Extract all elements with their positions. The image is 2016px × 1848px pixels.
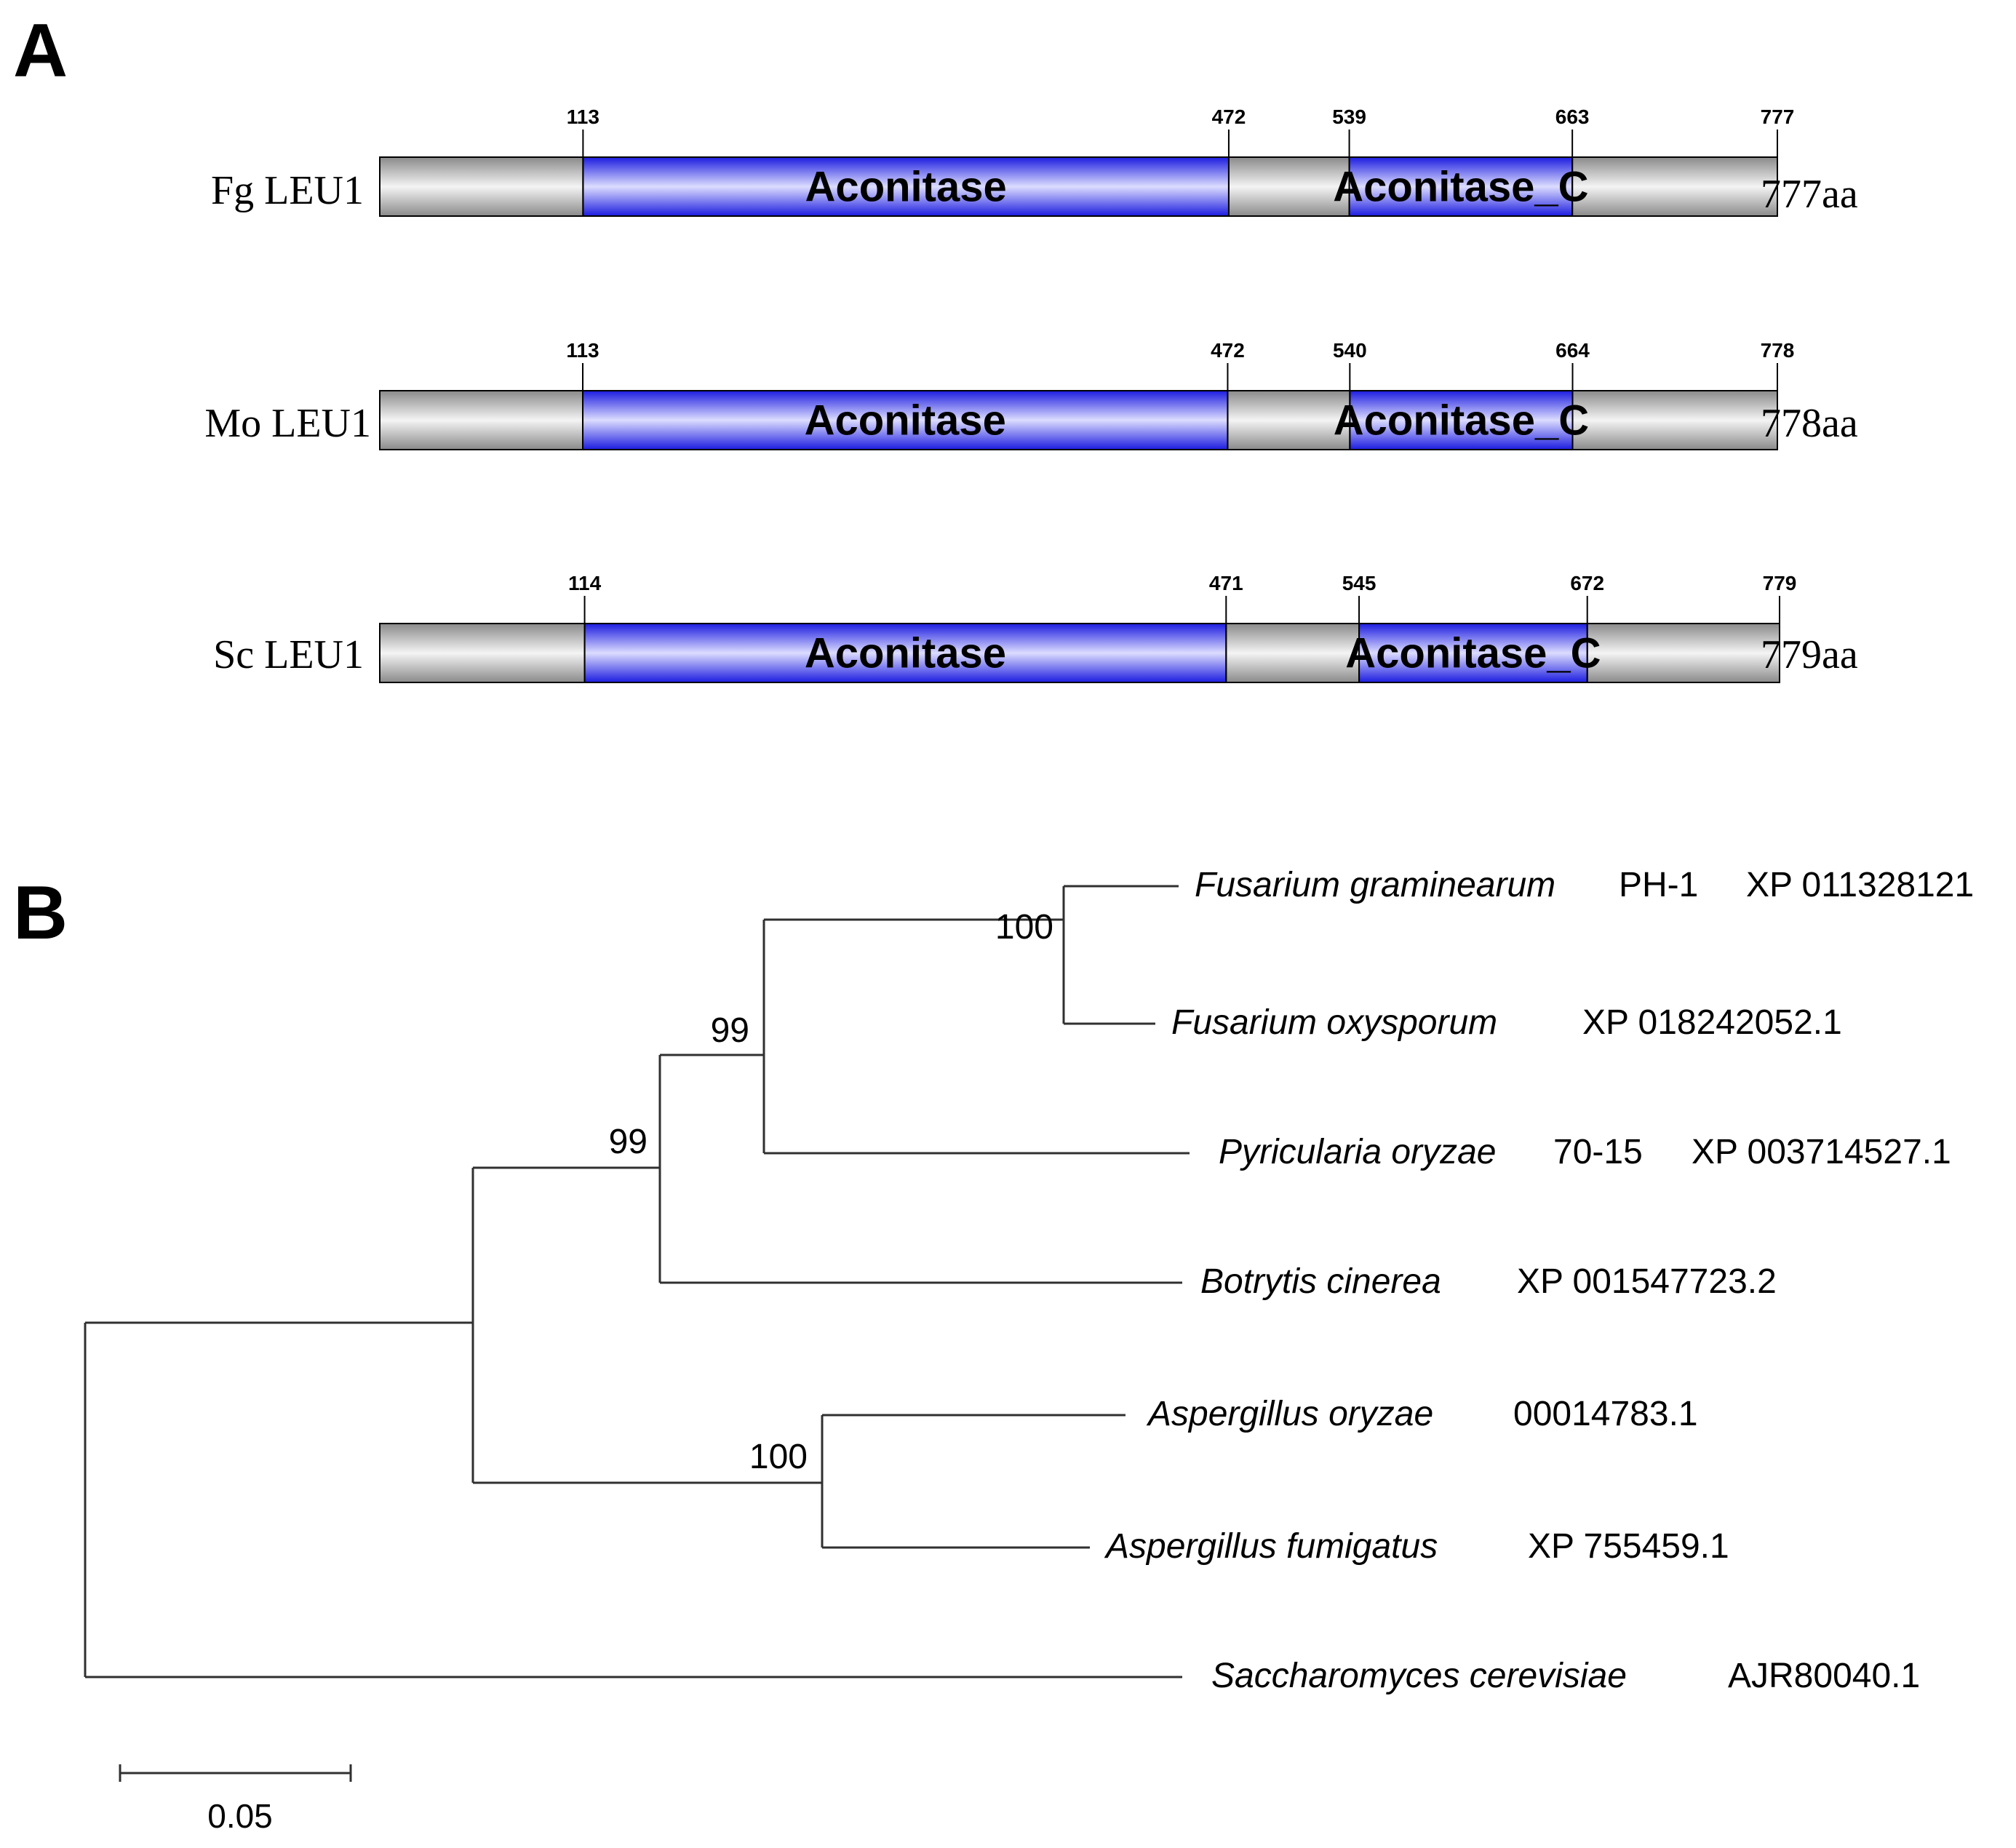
aconitase-domain (582, 390, 1229, 450)
domain-label-aconitase: Aconitase (805, 164, 1007, 211)
taxon-labels: Fusarium graminearum PH-1 XP 011328121 F… (1104, 866, 1974, 1695)
taxon-accession: XP 001547723.2 (1517, 1262, 1777, 1301)
taxon-label: Aspergillus oryzae 00014783.1 (1146, 1395, 1698, 1433)
taxon-accession: XP 755459.1 (1528, 1527, 1729, 1566)
branch-aspergillus-clade (821, 1414, 1125, 1549)
domain-label-aconitase-c: Aconitase_C (1334, 397, 1589, 445)
position-label: 663 (1555, 105, 1590, 128)
position-label: 472 (1211, 339, 1245, 362)
panel-a-label: A (13, 9, 68, 93)
aconitase-c-domain (1358, 623, 1588, 683)
aconitase-domain (582, 156, 1230, 217)
bootstrap-fusarium-pyricularia: 99 (711, 1011, 749, 1050)
scale-bar: 0.05 (119, 1764, 352, 1835)
tree-branches (84, 885, 1190, 1678)
taxon-accession: XP 011328121 (1746, 866, 1974, 904)
branch-fusarium-clade (1062, 885, 1179, 1025)
taxon-label: Fusarium graminearum PH-1 XP 011328121 (1195, 866, 1974, 904)
domain-label-aconitase: Aconitase (805, 397, 1006, 445)
aconitase-c-domain (1348, 156, 1574, 217)
protein-length-label: 778aa (1761, 401, 1858, 446)
taxon-label: Fusarium oxysporum XP 018242052.1 (1171, 1003, 1842, 1042)
taxon-species: Aspergillus fumigatus (1104, 1527, 1438, 1566)
domain-label-aconitase-c: Aconitase_C (1333, 164, 1588, 211)
protein-row-fg: Aconitase Aconitase_C 113 472 539 663 777 Fg L… (211, 105, 1858, 217)
taxon-species: Aspergillus oryzae (1146, 1395, 1433, 1433)
position-label: 114 (568, 572, 602, 594)
taxon-accession: XP 003714527.1 (1692, 1133, 1951, 1171)
bootstrap-sordariomycetes-botrytis: 99 (609, 1123, 648, 1161)
position-label: 779 (1763, 572, 1797, 594)
position-label: 472 (1212, 105, 1246, 128)
position-label: 664 (1555, 339, 1590, 362)
protein-row-sc: Aconitase Aconitase_C 114 471 545 672 779 Sc L… (213, 572, 1858, 683)
branch-fusarium-pyricularia (762, 918, 1190, 1155)
scale-bar-line (119, 1764, 352, 1782)
taxon-species: Botrytis cinerea (1200, 1262, 1441, 1301)
bootstrap-values: 100 99 99 100 (609, 908, 1053, 1476)
bootstrap-aspergillus-clade: 100 (749, 1438, 808, 1476)
scale-bar-label: 0.05 (207, 1797, 273, 1835)
position-label: 545 (1342, 572, 1376, 594)
protein-length-label: 777aa (1761, 172, 1858, 217)
bootstrap-fusarium-clade: 100 (995, 908, 1053, 947)
protein-row-mo: Aconitase Aconitase_C 113 472 540 664 778 Mo L… (204, 339, 1858, 450)
aconitase-c-domain (1349, 390, 1574, 450)
taxon-label: Saccharomyces cerevisiae AJR80040.1 (1211, 1657, 1920, 1695)
domain-label-aconitase-c: Aconitase_C (1345, 630, 1601, 677)
position-label: 778 (1761, 339, 1795, 362)
position-label: 539 (1332, 105, 1366, 128)
position-label: 672 (1570, 572, 1604, 594)
panel-b-label: B (13, 871, 68, 955)
branch-pezizomycotina (471, 1166, 822, 1484)
domain-label-aconitase: Aconitase (805, 630, 1006, 677)
taxon-label: Botrytis cinerea XP 001547723.2 (1200, 1262, 1777, 1301)
taxon-species: Fusarium graminearum (1195, 866, 1555, 904)
protein-name: Fg LEU1 (211, 168, 364, 213)
taxon-accession: 00014783.1 (1513, 1395, 1698, 1433)
taxon-accession: XP 018242052.1 (1582, 1003, 1842, 1042)
branch-root (84, 1321, 1182, 1678)
position-label: 113 (566, 339, 599, 362)
protein-name: Sc LEU1 (213, 632, 364, 677)
protein-name: Mo LEU1 (204, 401, 371, 446)
taxon-accession: AJR80040.1 (1728, 1657, 1920, 1695)
position-label: 777 (1761, 105, 1795, 128)
position-label: 540 (1333, 339, 1367, 362)
taxon-strain: 70-15 (1553, 1133, 1643, 1171)
taxon-species: Pyricularia oryzae (1219, 1133, 1496, 1171)
protein-length-label: 779aa (1761, 632, 1858, 677)
position-label: 471 (1209, 572, 1243, 594)
taxon-species: Saccharomyces cerevisiae (1211, 1657, 1627, 1695)
taxon-strain: PH-1 (1619, 866, 1698, 904)
taxon-species: Fusarium oxysporum (1171, 1003, 1497, 1042)
taxon-label: Aspergillus fumigatus XP 755459.1 (1104, 1527, 1729, 1566)
branch-sordariomycetes-botrytis (658, 1054, 1182, 1284)
position-label: 113 (567, 105, 599, 128)
aconitase-domain (583, 623, 1227, 683)
taxon-label: Pyricularia oryzae 70-15 XP 003714527.1 (1219, 1133, 1951, 1171)
